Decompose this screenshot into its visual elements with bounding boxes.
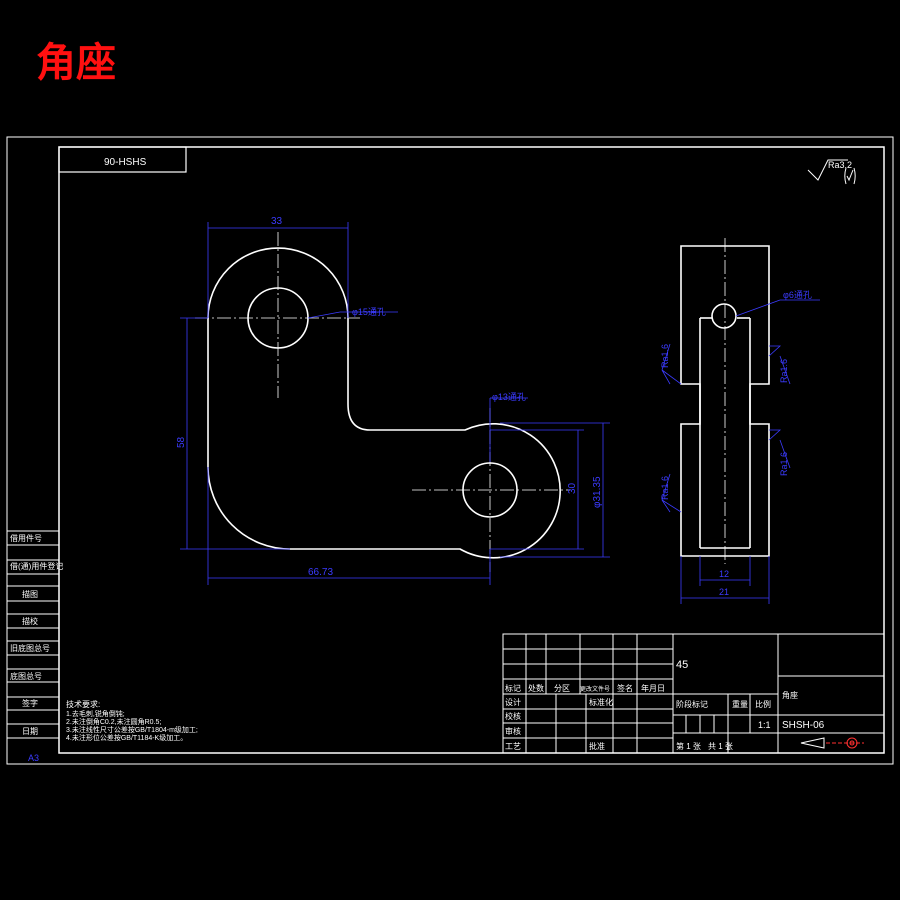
roughness-label-3: Ra1.6	[779, 452, 789, 476]
roughness-label-4: Ra1.6	[660, 476, 670, 500]
dim-right-big: φ31.35	[592, 476, 603, 508]
title-block-grid	[502, 633, 885, 754]
header-cell: 标记	[505, 683, 521, 693]
front-view: 33 φ15通孔 58 φ13通孔 30 φ31.35 66.73	[176, 216, 610, 585]
header-cell: 更改文件号	[580, 685, 610, 693]
surface-finish-symbol: Ra3.2	[807, 159, 856, 185]
left-label: 旧底图总号	[10, 643, 50, 653]
scale-header: 比例	[755, 699, 771, 709]
sheet-size-label: A3	[28, 753, 39, 763]
dim-bottom: 66.73	[308, 567, 333, 578]
left-label: 借用件号	[10, 533, 42, 543]
center-lines	[195, 232, 570, 572]
part-outline	[207, 247, 561, 559]
part-name: 角座	[782, 690, 798, 700]
dim-hole-right: φ13通孔	[492, 392, 526, 402]
roughness-label-1: Ra1.6	[660, 344, 670, 368]
surface-finish-value: Ra3.2	[828, 160, 852, 170]
left-column-labels: 借用件号 借(通)用件登记 描图 描校 旧底图总号 底图总号 签字 日期	[10, 533, 63, 736]
pin-hole	[711, 303, 737, 329]
left-label: 描校	[22, 616, 38, 626]
roughness-label-2: Ra1.6	[779, 359, 789, 383]
dim-height: 58	[176, 436, 187, 448]
stage-header: 阶段标记	[676, 699, 708, 709]
notes-line: 2.未注倒角C0.2,未注圆角R0.5;	[66, 717, 161, 726]
projection-symbol-icon	[800, 737, 864, 749]
header-cell: 处数	[528, 683, 544, 693]
dim-inner-width: 12	[719, 569, 729, 579]
side-view: φ6通孔 Ra1.6 Ra1.6 Ra1.6 Ra1.6 12 21	[660, 238, 820, 604]
left-label: 日期	[22, 727, 38, 736]
front-dimensions	[180, 222, 610, 585]
weight-header: 重量	[732, 699, 748, 709]
sheet-count: 共 1 张	[708, 742, 733, 751]
left-label: 底图总号	[10, 671, 42, 681]
left-register-column	[7, 530, 59, 739]
technical-notes: 技术要求: 1.去毛刺,锐角倒钝; 2.未注倒角C0.2,未注圆角R0.5; 3…	[66, 699, 198, 742]
dim-outer-width: 21	[719, 587, 729, 597]
side-dimensions	[661, 299, 820, 604]
sheet-index: 第 1 张	[676, 741, 701, 751]
notes-heading: 技术要求:	[66, 699, 100, 709]
page-title: 角座	[36, 39, 116, 86]
approve-label: 批准	[589, 741, 605, 751]
left-label: 描图	[22, 589, 38, 599]
review-label: 审核	[505, 726, 521, 736]
outer-frame	[6, 136, 894, 765]
drawing-code-box: 90-HSHS	[58, 146, 187, 173]
notes-line: 1.去毛刺,锐角倒钝;	[66, 709, 125, 718]
scale-value: 1:1	[758, 720, 771, 730]
design-label: 设计	[505, 697, 521, 707]
process-label: 工艺	[505, 742, 521, 751]
title-block-text: 45 标记 处数 分区 更改文件号 签名 年月日 设计 标准化 校核 审核 工艺…	[505, 659, 825, 751]
inner-frame	[58, 146, 885, 754]
left-label: 签字	[22, 698, 38, 708]
drawing-code: 90-HSHS	[104, 157, 147, 168]
notes-line: 4.未注形位公差按GB/T1184-K级加工。	[66, 733, 187, 742]
dim-top-width: 33	[271, 216, 283, 227]
header-cell: 分区	[554, 684, 570, 693]
drawing-number: SHSH-06	[782, 720, 825, 731]
left-label: 借(通)用件登记	[10, 561, 63, 571]
check-label: 校核	[505, 711, 521, 721]
dim-right-small: 30	[567, 482, 578, 494]
header-cell: 签名	[617, 683, 633, 693]
header-cell: 年月日	[641, 683, 665, 693]
dim-hole-top: φ15通孔	[352, 307, 386, 317]
dim-pin-hole: φ6通孔	[783, 290, 812, 300]
notes-line: 3.未注线性尺寸公差按GB/T1804-m级加工;	[66, 725, 198, 734]
standardize-label: 标准化	[589, 697, 613, 707]
material: 45	[676, 659, 688, 671]
